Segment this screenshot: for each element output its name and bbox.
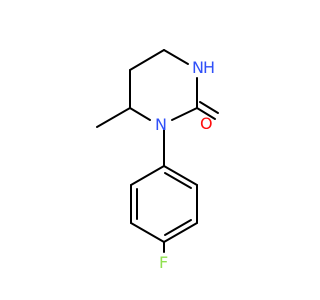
bond-carbonyl-oxygen-2 [199,101,219,114]
aromatic-double-bond-1 [164,172,192,189]
bond-aryl-6 [130,165,165,186]
bond-ch-n [129,107,151,121]
fluorine-label: F [159,253,168,272]
nitrogen-label: N [155,115,167,134]
aromatic-double-bond-2 [164,219,192,236]
molecule-structure: N H N O F [96,49,219,272]
bond-carbonyl-oxygen-1 [196,107,216,120]
bond-nh-ch2 [163,49,189,65]
bond-ch-methyl [96,107,131,128]
hydrogen-label: H [203,58,215,77]
bond-aryl-3 [163,222,198,243]
oxygen-label: O [200,114,213,133]
bond-ch2-ch2 [129,49,165,71]
bond-n-carbonyl [171,107,198,121]
bond-aryl-4 [130,222,165,243]
nitrogen-nh-label: N [192,58,204,77]
molecule-canvas: N H N O F [96,49,219,272]
bond-aryl-1 [163,165,198,186]
